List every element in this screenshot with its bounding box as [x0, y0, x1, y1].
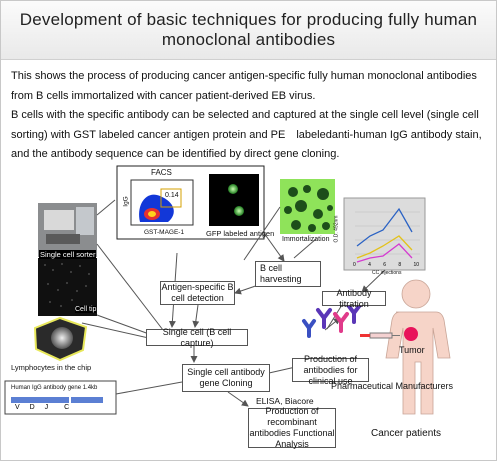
antibody-icon: [316, 308, 332, 329]
gene-segments: V D J C: [15, 404, 69, 411]
antigen-specific-box: Antigen-specific B cell detection: [160, 281, 235, 305]
header-bar: [1, 1, 496, 60]
pharma-label: Pharmaceutical Manufacturers: [331, 381, 454, 391]
b-cell-harvesting-box: B cell harvesting: [255, 261, 321, 287]
titration-x-label: CC injections: [372, 270, 402, 276]
gene-segment-c: C: [64, 404, 70, 411]
gene-bar-c: [71, 397, 103, 403]
gfp-cell: [234, 206, 244, 216]
gfp-label: GFP labeled antigen: [206, 229, 275, 238]
titration-y-label: O.D. 492nm: [333, 215, 340, 243]
facs-gate: [160, 188, 182, 208]
titration-chart: [343, 197, 426, 271]
antibody-icon: [333, 312, 349, 333]
titration-tick: 10: [413, 262, 419, 268]
gene-segment-j: J: [44, 404, 49, 411]
description-paragraph-1: This shows the process of producing canc…: [11, 70, 477, 102]
gene-segment-v: V: [15, 404, 20, 411]
facs-y-label: IgG: [122, 196, 130, 207]
description-paragraph-2: B cells with the specific antibody can b…: [11, 109, 482, 160]
elisa-label: ELISA, Biacore: [256, 396, 314, 406]
titration-series-magenta: [356, 243, 413, 263]
single-cell-capture-box: Single cell (B cell capture): [146, 327, 248, 348]
titration-series-yellow: [356, 235, 413, 259]
page-title: Development of basic techniques for prod…: [19, 10, 478, 49]
single-cell-sorter-label: Single cell sorter: [39, 250, 97, 259]
recombinant-box: Production of recombinant antibodies Fun…: [248, 406, 336, 449]
cancer-patients-label: Cancer patients: [371, 428, 442, 439]
gfp-cell: [228, 184, 238, 194]
titration-tick: 0: [353, 262, 356, 268]
immortalization-label: Immortalization: [282, 236, 330, 243]
facs-gate-value: 0.14: [165, 192, 179, 199]
titration-tick: 4: [368, 262, 371, 268]
lymphocytes-chip-label: Lymphocytes in the chip: [11, 363, 92, 372]
titration-tick: 6: [383, 262, 386, 268]
antibody-icon: [346, 303, 362, 324]
facs-x-label: GST-MAGE-1: [144, 229, 185, 236]
gene-label: Human IgG antibody gene 1.4kb: [11, 385, 98, 391]
cancer-patient-figure: [385, 279, 451, 415]
gene-segment-d: D: [29, 404, 35, 411]
description: This shows the process of producing canc…: [11, 67, 491, 165]
titration-series-blue: [356, 207, 413, 247]
tumor-marker: [404, 327, 418, 341]
antibody-icon: [302, 319, 316, 338]
gene-bar-vdj: [11, 397, 69, 403]
titration-tick: 8: [398, 262, 402, 268]
titration-x-ticks: 0 4 6 8 10: [353, 262, 419, 268]
gfp-image: [209, 174, 259, 226]
cloning-box: Single cell antibody gene Cloning: [182, 364, 270, 392]
antibody-titration-box: Antibody titration: [322, 288, 386, 309]
syringe-icon: [360, 332, 400, 339]
tumor-label: Tumor: [399, 345, 425, 355]
cell-tip-label: Cell tip: [75, 306, 97, 313]
clinical-box: Production of antibodies for clinical us…: [292, 354, 369, 386]
facs-label: FACS: [151, 168, 172, 177]
